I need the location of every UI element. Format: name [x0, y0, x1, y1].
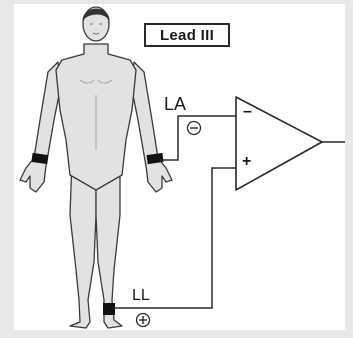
la-polarity-icon [188, 122, 201, 135]
la-electrode-label: LA [164, 94, 186, 115]
non-inverting-input-sign: + [242, 153, 251, 171]
human-figure [20, 7, 172, 328]
ll-electrode-label: LL [132, 287, 150, 305]
inverting-input-sign: – [243, 103, 252, 121]
lead-title: Lead III [144, 23, 230, 47]
left-ankle-electrode [103, 303, 115, 315]
left-arm [132, 62, 172, 192]
ll-polarity-icon [137, 314, 150, 327]
right-arm [20, 62, 60, 192]
